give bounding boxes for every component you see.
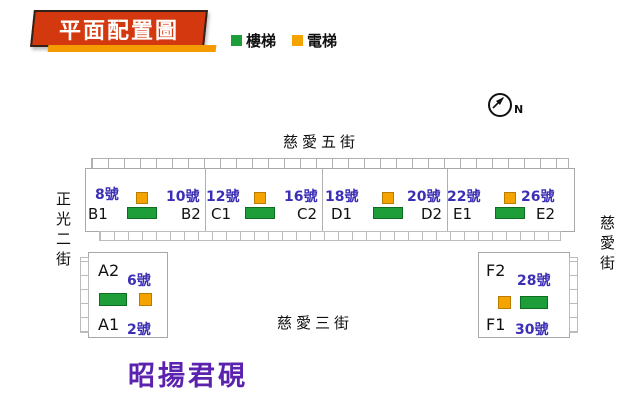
unit-name: D1 [331, 205, 353, 223]
unit-divider [447, 169, 448, 231]
unit-name: F1 [486, 315, 506, 334]
unit-divider [322, 169, 323, 231]
title-banner: 平面配置圖 [30, 10, 208, 47]
elevator-icon [292, 35, 304, 46]
project-name: 昭揚君硯 [128, 361, 248, 392]
building-balcony-column [569, 257, 578, 333]
unit-name: C1 [211, 205, 232, 223]
stairs-icon [245, 207, 275, 219]
stair-elevator-core [495, 192, 525, 222]
unit-number: 6號 [127, 273, 151, 289]
street-name-bottom: 慈愛三街 [277, 314, 354, 332]
unit-number: 2號 [127, 322, 151, 338]
stairs-icon [520, 296, 548, 309]
unit-number: 18號 [325, 189, 359, 205]
stair-elevator-core [245, 192, 275, 222]
stairs-icon [127, 207, 157, 219]
main-building: 8號 B1 10號 B2 12號 C1 16號 C2 18號 D1 20號 D2… [85, 158, 575, 244]
page-title: 平面配置圖 [58, 18, 179, 44]
unit-number: 16號 [284, 189, 318, 205]
unit-name: A1 [98, 315, 120, 334]
unit-number: 12號 [206, 189, 240, 205]
legend-elevator-label: 電梯 [307, 32, 338, 50]
elevator-icon [504, 192, 516, 204]
unit-name: E2 [536, 205, 556, 223]
stairs-icon [231, 35, 242, 46]
banner-underline [47, 45, 217, 52]
unit-number: 8號 [95, 187, 119, 203]
legend-item-stairs: 樓梯 [231, 30, 276, 51]
stair-elevator-core [127, 192, 157, 222]
building-balcony-column [80, 257, 89, 333]
north-arrow-icon: N [488, 93, 523, 117]
elevator-icon [382, 192, 394, 204]
unit-number: 20號 [407, 189, 441, 205]
compass-north-label: N [514, 103, 524, 116]
legend-item-elevator: 電梯 [292, 30, 337, 51]
stairs-icon [495, 207, 525, 219]
stairs-icon [99, 293, 127, 306]
compass-arrow-icon [492, 97, 504, 109]
unit-number: 30號 [515, 322, 549, 338]
unit-name: B2 [181, 205, 201, 223]
legend: 樓梯 電梯 [231, 30, 337, 51]
building-f: F2 28號 F1 30號 [478, 252, 578, 338]
compass-circle [488, 93, 512, 117]
unit-number: 10號 [166, 189, 200, 205]
unit-name: E1 [453, 205, 473, 223]
unit-name: A2 [98, 261, 120, 280]
elevator-icon [136, 192, 148, 204]
street-name-top: 慈愛五街 [283, 133, 360, 151]
stair-elevator-core [373, 192, 403, 222]
unit-number: 28號 [517, 273, 551, 289]
building-a: A2 6號 A1 2號 [80, 252, 168, 338]
street-name-left: 正光二街 [54, 191, 72, 271]
elevator-icon [139, 293, 152, 306]
unit-name: B1 [88, 205, 108, 223]
elevator-icon [498, 296, 511, 309]
elevator-icon [254, 192, 266, 204]
main-building-body [85, 168, 575, 232]
unit-divider [205, 169, 206, 231]
unit-number: 26號 [521, 189, 555, 205]
unit-number: 22號 [447, 189, 481, 205]
unit-name: D2 [421, 205, 443, 223]
building-balcony-row [99, 231, 561, 241]
unit-name: F2 [486, 261, 506, 280]
legend-stairs-label: 樓梯 [246, 32, 277, 50]
stairs-icon [373, 207, 403, 219]
unit-name: C2 [297, 205, 318, 223]
street-name-right: 慈愛街 [598, 215, 616, 275]
